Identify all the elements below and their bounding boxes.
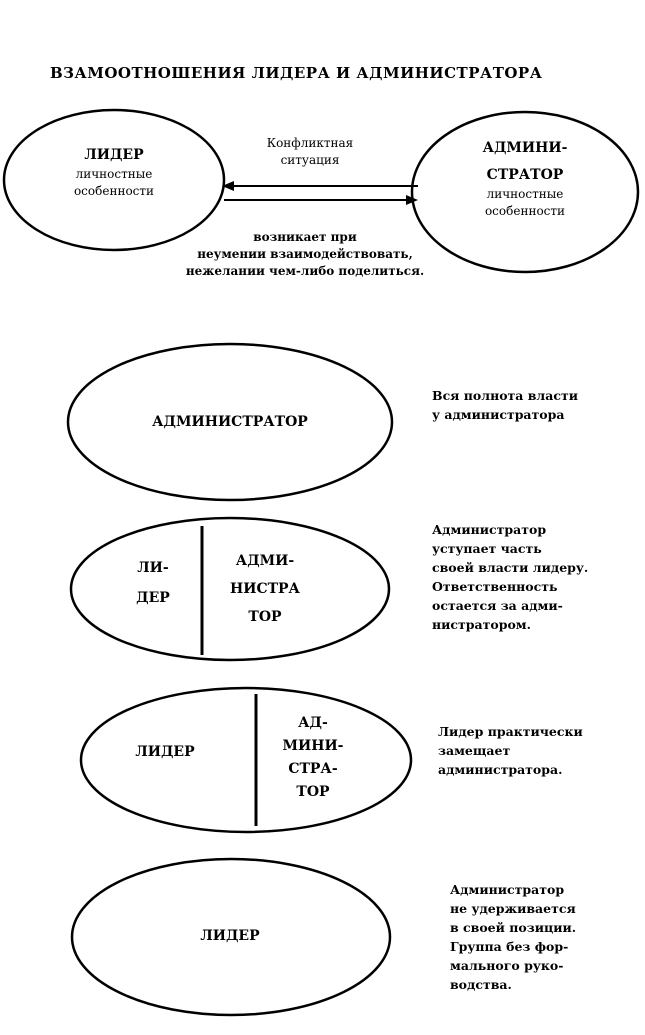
admin-label-group: АДМИНИ- СТРАТОР личностные особенности (455, 138, 595, 220)
stage2-note-line4: Ответственность (432, 579, 558, 594)
stage1-ellipse (66, 342, 394, 502)
conflict-label: Конфликтная ситуация (240, 135, 380, 169)
admin-traits-line2: особенности (484, 204, 566, 218)
stage2-left-line1: ЛИ- (137, 560, 169, 576)
stage2-note-line3: своей власти лидеру. (432, 560, 589, 575)
stage2-note: Администратор уступает часть своей власт… (432, 520, 588, 634)
stage3-right-label: АД- МИНИ- СТРА- ТОР (268, 712, 358, 804)
stage4-note: Администратор не удерживается в своей по… (450, 880, 576, 994)
stage2-left-label: ЛИ- ДЕР (118, 553, 188, 613)
stage4-note-line3: в своей позиции. (450, 920, 577, 935)
leader-traits-line1: личностные (75, 167, 153, 181)
admin-traits-line1: личностные (486, 187, 564, 201)
stage2-note-line1: Администратор (432, 522, 547, 537)
admin-name-line2: СТРАТОР (486, 167, 564, 183)
stage4-note-line5: мального руко- (450, 958, 564, 973)
cause-line2: неумении взаимодействовать, (197, 247, 413, 261)
stage2-right-label: АДМИ- НИСТРА ТОР (215, 547, 315, 631)
conflict-line1: Конфликтная (266, 136, 354, 150)
stage4-label: ЛИДЕР (200, 928, 260, 944)
stage2-right-line3: ТОР (248, 609, 282, 625)
stage2-left-line2: ДЕР (136, 590, 170, 606)
stage2-note-line2: уступает часть (432, 541, 542, 556)
stage4-note-line1: Администратор (450, 882, 565, 897)
stage3-left-line1: ЛИДЕР (135, 744, 195, 760)
stage2-note-line6: нистратором. (432, 617, 531, 632)
stage1-note-line1: Вся полнота власти (432, 388, 578, 403)
stage3-right-line1: АД- (298, 715, 328, 731)
stage1-label: АДМИНИСТРАТОР (152, 414, 308, 430)
leader-traits-line2: особенности (73, 184, 155, 198)
stage2-note-line5: остается за адми- (432, 598, 563, 613)
stage3-left-label: ЛИДЕР (110, 742, 220, 763)
admin-name-line1: АДМИНИ- (482, 140, 568, 156)
stage3-note-line2: замещает (438, 743, 511, 758)
leader-name: ЛИДЕР (84, 147, 144, 163)
cause-line3: нежелании чем-либо поделиться. (185, 264, 425, 278)
conflict-line2: ситуация (280, 153, 340, 167)
stage3-note-line3: администратора. (438, 762, 563, 777)
stage4-note-line6: водства. (450, 977, 512, 992)
stage3-right-line4: ТОР (296, 784, 330, 800)
stage2-right-line2: НИСТРА (230, 581, 300, 597)
stage3-note-line1: Лидер практически (438, 724, 583, 739)
leader-label-group: ЛИДЕР личностные особенности (44, 145, 184, 200)
arrowhead-right-icon (406, 195, 418, 205)
cause-line1: возникает при (253, 230, 357, 244)
stage1-note: Вся полнота власти у администратора (432, 386, 578, 424)
arrowhead-left-icon (222, 181, 234, 191)
admin-ellipse (410, 110, 640, 274)
diagram-title: ВЗАМООТНОШЕНИЯ ЛИДЕРА И АДМИНИСТРАТОРА (50, 64, 543, 82)
stage3-note: Лидер практически замещает администратор… (438, 722, 583, 779)
stage2-right-line1: АДМИ- (235, 553, 295, 569)
stage3-right-line2: МИНИ- (282, 738, 344, 754)
stage3-ellipse (79, 686, 413, 834)
conflict-cause: возникает при неумении взаимодействовать… (150, 229, 460, 280)
stage4-note-line2: не удерживается (450, 901, 576, 916)
stage3-right-line3: СТРА- (288, 761, 338, 777)
leader-ellipse (2, 108, 226, 252)
stage4-note-line4: Группа без фор- (450, 939, 569, 954)
stage1-note-line2: у администратора (432, 407, 565, 422)
stage2-ellipse (69, 516, 391, 662)
stage4-ellipse (70, 857, 392, 1017)
